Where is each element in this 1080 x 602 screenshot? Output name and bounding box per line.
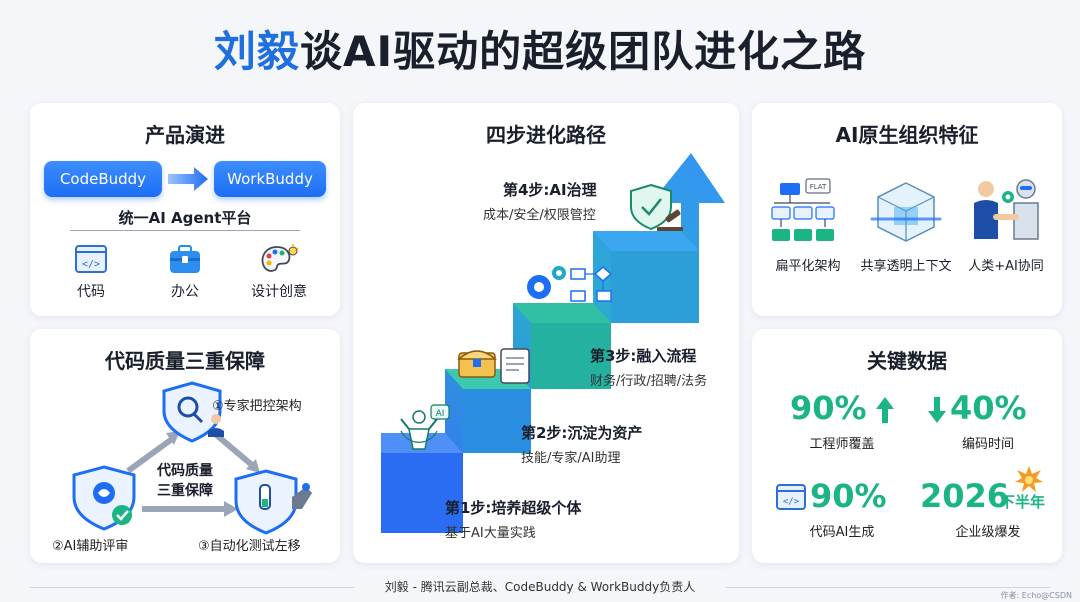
feature-flat: FLAT 扁平化架构 — [758, 177, 858, 274]
flat-tag: FLAT — [810, 183, 827, 191]
title-highlight: 刘毅 — [213, 27, 300, 76]
document-icon — [500, 348, 530, 384]
human-robot-icon — [974, 179, 1039, 240]
step-1-title: 第1步:培养超级个体 — [445, 499, 582, 517]
stair-tread-4 — [593, 231, 699, 251]
stat-coding-time-value: 40% — [950, 389, 1027, 427]
ai-tag: AI — [436, 409, 445, 419]
treasure-chest-icon — [457, 350, 497, 378]
tool-office: 办公 — [150, 243, 220, 301]
svg-text:</>: </> — [82, 259, 100, 270]
step-2-title: 第2步:沉淀为资产 — [521, 424, 643, 442]
stat-enterprise-year-value: 2026 — [920, 477, 1010, 515]
steps-card-title: 四步进化路径 — [486, 123, 606, 147]
stat-coding-time-label: 编码时间 — [961, 437, 1014, 452]
feature-label: 共享透明上下文 — [860, 259, 952, 274]
stat-ai-code-label: 代码AI生成 — [809, 525, 875, 540]
cycle-arrow — [126, 436, 174, 474]
feature-human-ai: 人类+AI协同 — [956, 177, 1056, 274]
footer-line-left — [30, 587, 354, 588]
stat-engineer-coverage-value: 90% — [790, 389, 867, 427]
tool-code: </> 代码 — [56, 243, 126, 301]
stair-riser-3 — [513, 323, 611, 389]
ai-native-org-card: AI原生组织特征 FLAT 扁平化架构 共享透明上下文 — [752, 103, 1062, 316]
key-data-card: 关键数据 90% 工程师覆盖 40% 编码时间 </> 90% 代码AI生成 2… — [752, 329, 1062, 563]
stat-enterprise-label: 企业级爆发 — [955, 525, 1021, 540]
stats-card-title: 关键数据 — [867, 349, 947, 373]
step-3-title: 第3步:融入流程 — [590, 347, 697, 365]
step-4-title: 第4步:AI治理 — [503, 181, 597, 199]
stair-riser-2 — [445, 389, 531, 453]
quality-center-line: 三重保障 — [157, 483, 213, 499]
staircase-graphic: AI — [381, 153, 725, 533]
feature-label: 人类+AI协同 — [968, 259, 1044, 274]
features-card-title: AI原生组织特征 — [835, 123, 979, 147]
feature-label: 扁平化架构 — [775, 259, 841, 274]
cube-icon — [870, 182, 942, 242]
watermark: 作者: Echo@CSDN — [1000, 591, 1072, 600]
product-card-title: 产品演进 — [145, 123, 225, 147]
person-ai-icon: AI — [400, 404, 450, 450]
step-2-subtitle: 技能/专家/AI助理 — [521, 451, 621, 466]
quality-center-label: 代码质量 三重保障 — [146, 461, 224, 501]
code-quality-card: 代码质量三重保障 — [30, 329, 340, 563]
ai-review-shield-icon — [72, 465, 136, 531]
org-chart-icon: FLAT — [771, 178, 835, 241]
burst-icon — [1015, 466, 1043, 492]
step-1-subtitle: 基于AI大量实践 — [445, 526, 536, 541]
page-title: 刘毅谈AI驱动的超级团队进化之路 — [0, 18, 1080, 79]
step-3-subtitle: 财务/行政/招聘/法务 — [590, 374, 708, 389]
briefcase-icon — [170, 245, 200, 273]
stair-tread-3 — [513, 303, 611, 323]
stair-riser-4 — [593, 251, 699, 323]
evolution-steps-card: 四步进化路径 — [353, 103, 739, 563]
platform-divider — [70, 230, 300, 231]
cycle-arrow — [212, 430, 254, 468]
product-evolution-card: 产品演进 CodeBuddy WorkBuddy 统一AI Agent平台 </… — [30, 103, 340, 316]
expert-shield-icon — [162, 381, 224, 443]
quality-item-ai-review: ②AI辅助评审 — [52, 539, 129, 554]
stair-riser-1 — [381, 453, 463, 533]
step-4-subtitle: 成本/安全/权限管控 — [483, 208, 596, 223]
platform-label: 统一AI Agent平台 — [118, 209, 252, 227]
tool-label: 设计创意 — [251, 284, 307, 300]
quality-item-expert: ①专家把控架构 — [212, 399, 302, 414]
arrow-up-icon — [876, 397, 894, 423]
codebuddy-button[interactable]: CodeBuddy — [44, 161, 162, 197]
footer-credit: 刘毅 - 腾讯云副总裁、CodeBuddy & WorkBuddy负责人 — [384, 580, 696, 594]
stat-ai-code-value: 90% — [810, 477, 887, 515]
test-shield-icon — [234, 469, 312, 535]
quality-center-line: 代码质量 — [157, 463, 213, 479]
code-icon: </> — [75, 245, 107, 273]
flowchart-icon — [570, 266, 613, 302]
feature-shared-context: 共享透明上下文 — [856, 177, 956, 274]
arrow-right-icon — [168, 167, 208, 191]
stat-enterprise-year-suffix: 下半年 — [1000, 493, 1046, 511]
arrow-down-icon — [928, 397, 946, 423]
tool-design: 设计创意 — [244, 243, 314, 301]
quality-cycle-graphic — [72, 381, 312, 535]
workbuddy-button[interactable]: WorkBuddy — [214, 161, 326, 197]
palette-icon — [261, 244, 299, 272]
gears-icon — [527, 266, 566, 299]
tool-label: 办公 — [171, 284, 199, 300]
code-window-icon: </> — [776, 484, 806, 510]
shield-gavel-icon — [630, 183, 683, 231]
title-rest: 谈AI驱动的超级团队进化之路 — [299, 27, 867, 76]
tool-label: 代码 — [77, 284, 105, 300]
svg-text:</>: </> — [783, 497, 800, 507]
quality-item-test: ③自动化测试左移 — [198, 539, 301, 554]
footer-line-right — [726, 587, 1050, 588]
quality-card-title: 代码质量三重保障 — [105, 349, 265, 373]
stat-engineer-coverage-label: 工程师覆盖 — [809, 437, 875, 452]
